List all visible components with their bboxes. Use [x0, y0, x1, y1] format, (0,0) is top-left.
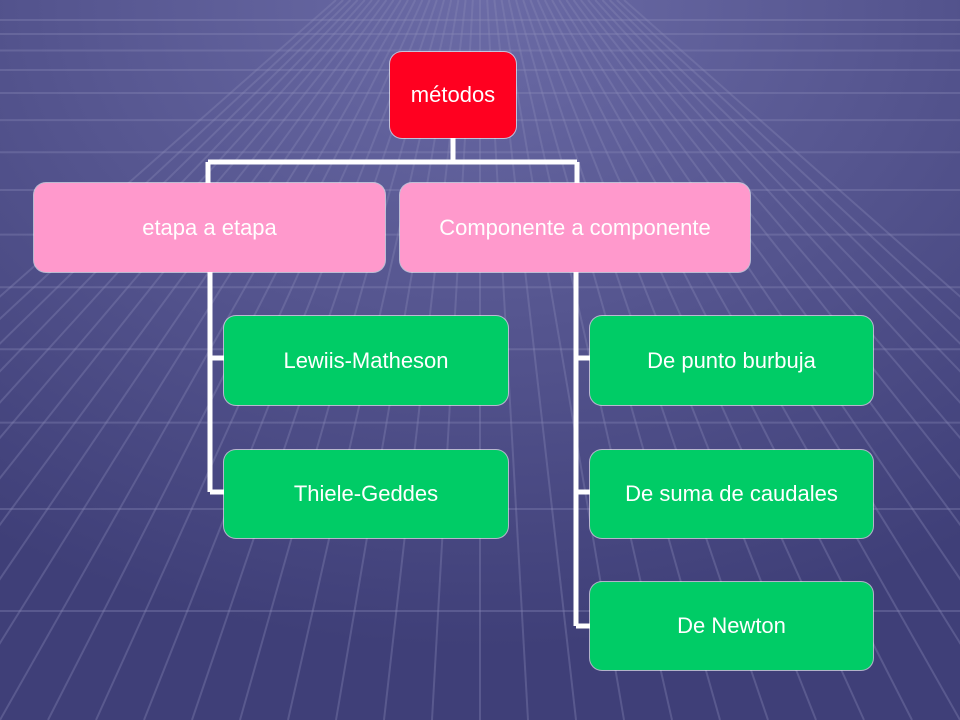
leaf-node-thiele-geddes: Thiele-Geddes [224, 450, 508, 538]
connector-branch-right [573, 272, 592, 629]
branch-label: etapa a etapa [142, 214, 277, 240]
root-label: métodos [410, 82, 496, 107]
branch-node-etapa-a-etapa: etapa a etapa [34, 183, 385, 272]
leaf-label: Lewiis-Matheson [283, 347, 449, 373]
branch-label: Componente a componente [439, 214, 711, 240]
connector-branch-left [207, 272, 226, 495]
leaf-label: De punto burbuja [647, 347, 816, 373]
leaf-label: De suma de caudales [625, 481, 838, 506]
leaf-node-de-punto-burbuja: De punto burbuja [590, 316, 873, 405]
leaf-node-lewiis-matheson: Lewiis-Matheson [224, 316, 508, 405]
leaf-label: Thiele-Geddes [293, 481, 439, 506]
leaf-node-de-newton: De Newton [590, 582, 873, 670]
root-node-metodos: métodos [390, 52, 516, 138]
leaf-node-de-suma-de-caudales: De suma de caudales [590, 450, 873, 538]
branch-node-componente-a-componente: Componente a componente [400, 183, 750, 272]
connector-root [205, 138, 580, 183]
leaf-label: De Newton [677, 613, 786, 638]
